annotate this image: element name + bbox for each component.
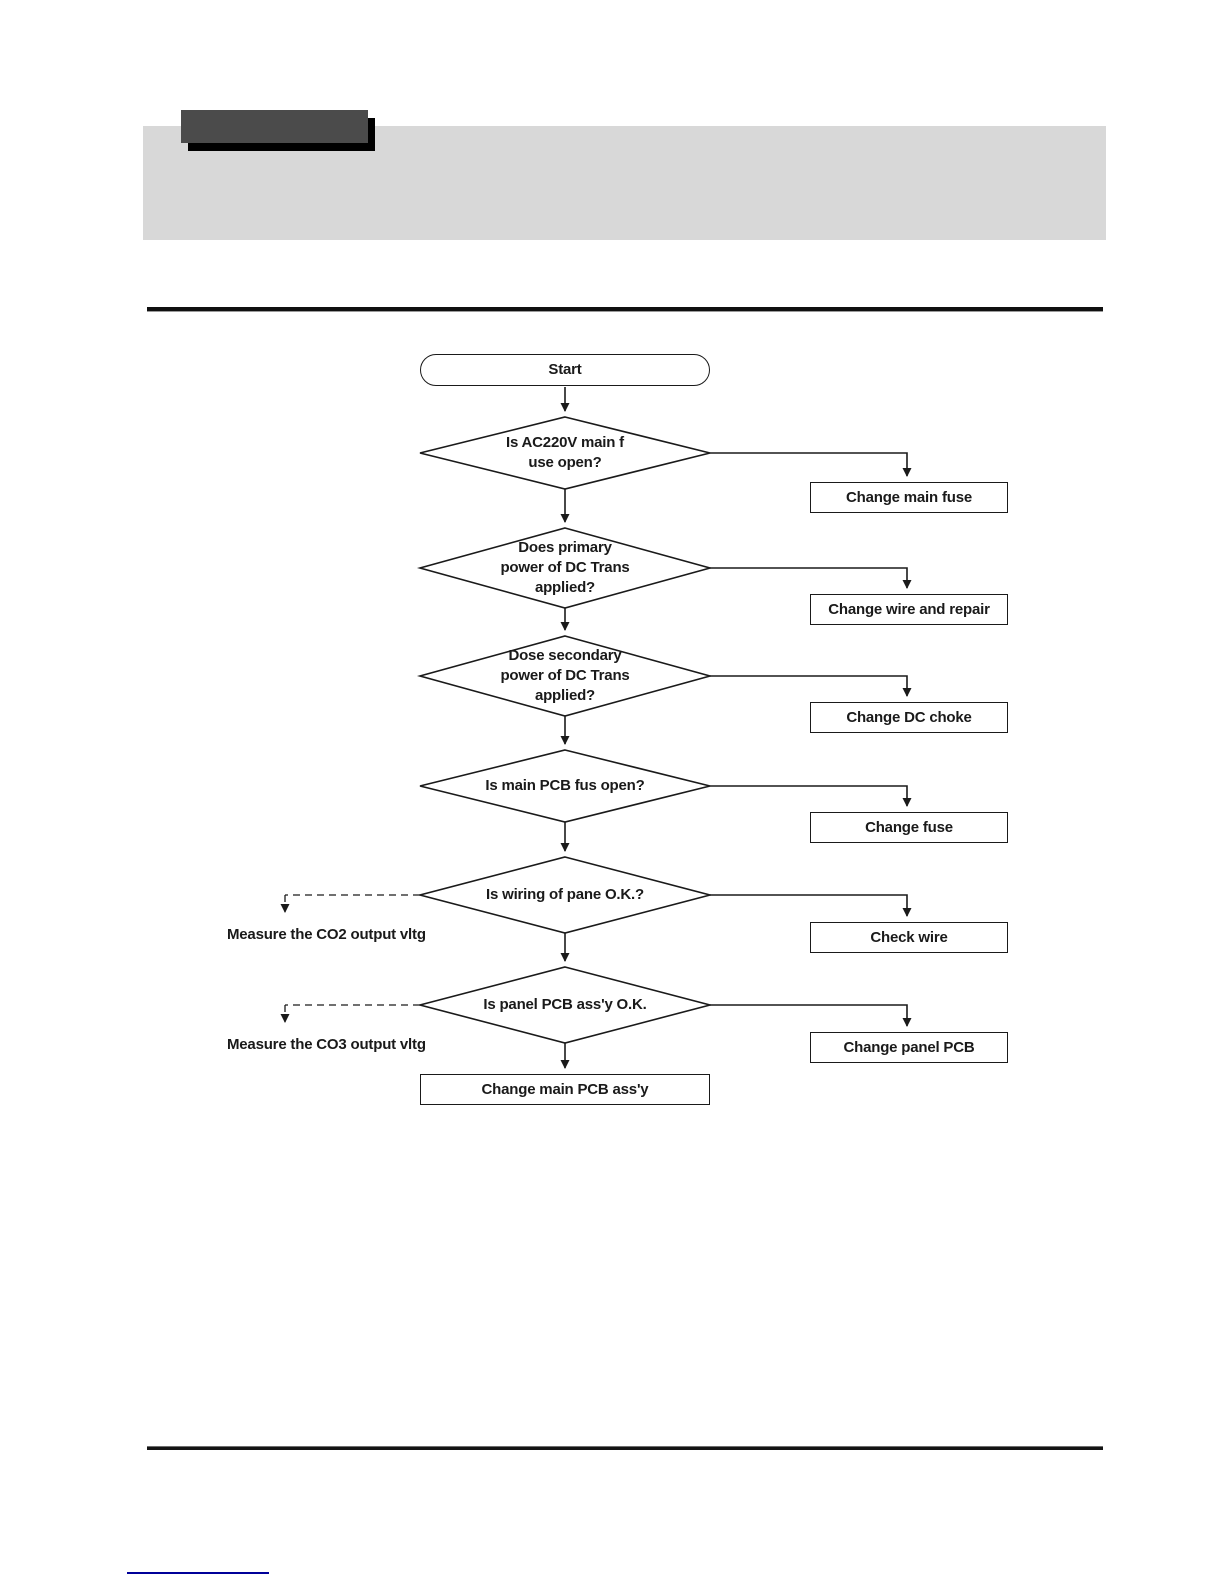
action-box-change-fuse: Change fuse — [810, 812, 1008, 843]
start-node: Start — [420, 354, 710, 386]
branch-d5-action — [710, 894, 912, 917]
decision-diamond-3 — [416, 635, 714, 717]
top-rule — [147, 307, 1103, 312]
decision-question-6: Is panel PCB ass'y O.K. — [483, 996, 647, 1013]
branch-d2-action — [710, 567, 912, 589]
decision-question-2: Does primary power of DC Trans applied? — [500, 539, 630, 596]
side-note-co3-output: Measure the CO3 output vltg — [227, 1036, 426, 1053]
branch-d1-action — [710, 452, 912, 477]
decision-diamond-2 — [416, 527, 714, 609]
decision-question-5: Is wiring of pane O.K.? — [486, 886, 644, 903]
header-title-box — [181, 110, 368, 143]
end-node-change-main-pcb: Change main PCB ass'y — [420, 1074, 710, 1105]
branch-d4-action — [710, 785, 912, 807]
decision-diamond-4 — [419, 749, 711, 823]
decision-diamond-6 — [416, 966, 714, 1044]
footer-link-underline[interactable] — [127, 1572, 269, 1574]
side-note-co2-output: Measure the CO2 output vltg — [227, 926, 426, 943]
decision-diamond-5 — [416, 856, 714, 934]
branch-d6-action — [710, 1004, 912, 1027]
decision-question-1: Is AC220V main f use open? — [506, 434, 624, 471]
action-box-change-dc-choke: Change DC choke — [810, 702, 1008, 733]
branch-d3-action — [710, 675, 912, 697]
action-box-change-wire-and-repair: Change wire and repair — [810, 594, 1008, 625]
decision-diamond-1 — [419, 416, 711, 490]
header-banner — [143, 126, 1106, 240]
decision-question-3: Dose secondary power of DC Trans applied… — [500, 647, 630, 704]
action-box-change-panel-pcb: Change panel PCB — [810, 1032, 1008, 1063]
action-box-change-main-fuse: Change main fuse — [810, 482, 1008, 513]
decision-question-4: Is main PCB fus open? — [485, 777, 645, 794]
bottom-rule — [147, 1446, 1103, 1450]
action-box-check-wire: Check wire — [810, 922, 1008, 953]
